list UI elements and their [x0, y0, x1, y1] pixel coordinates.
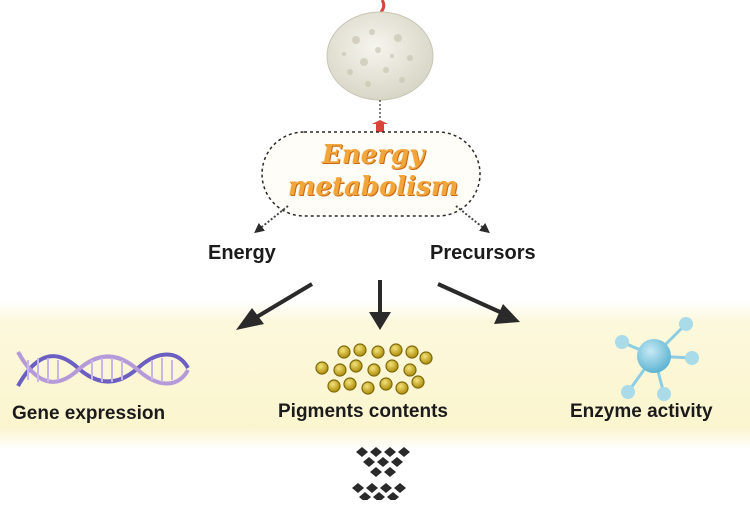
- fruit-sphere-icon: [326, 11, 434, 101]
- arrow-center: [369, 280, 391, 330]
- branch-label-precursors: Precursors: [430, 242, 536, 264]
- red-arrow-icon: [372, 120, 388, 134]
- node-title-line2: metabolism: [288, 172, 459, 202]
- node-title-line1: Energy: [322, 140, 425, 170]
- arrow-right: [437, 282, 520, 324]
- outcome-label-pigments-contents: Pigments contents: [278, 401, 448, 422]
- pigment-dots-icon: [315, 343, 433, 395]
- diamond-arrow-icon: [352, 447, 410, 502]
- outcome-label-gene-expression: Gene expression: [12, 403, 166, 424]
- molecule-network-icon: [615, 317, 699, 401]
- energy-metabolism-node: [261, 131, 481, 217]
- outcome-label-enzyme-activity: Enzyme activity: [570, 401, 713, 422]
- dna-helix-icon: [16, 351, 190, 387]
- arrow-to-precursors: [455, 205, 490, 234]
- branch-label-energy: Energy: [208, 242, 276, 264]
- stem-icon: [379, 0, 386, 13]
- arrow-left: [236, 282, 314, 330]
- arrow-to-energy: [254, 205, 289, 234]
